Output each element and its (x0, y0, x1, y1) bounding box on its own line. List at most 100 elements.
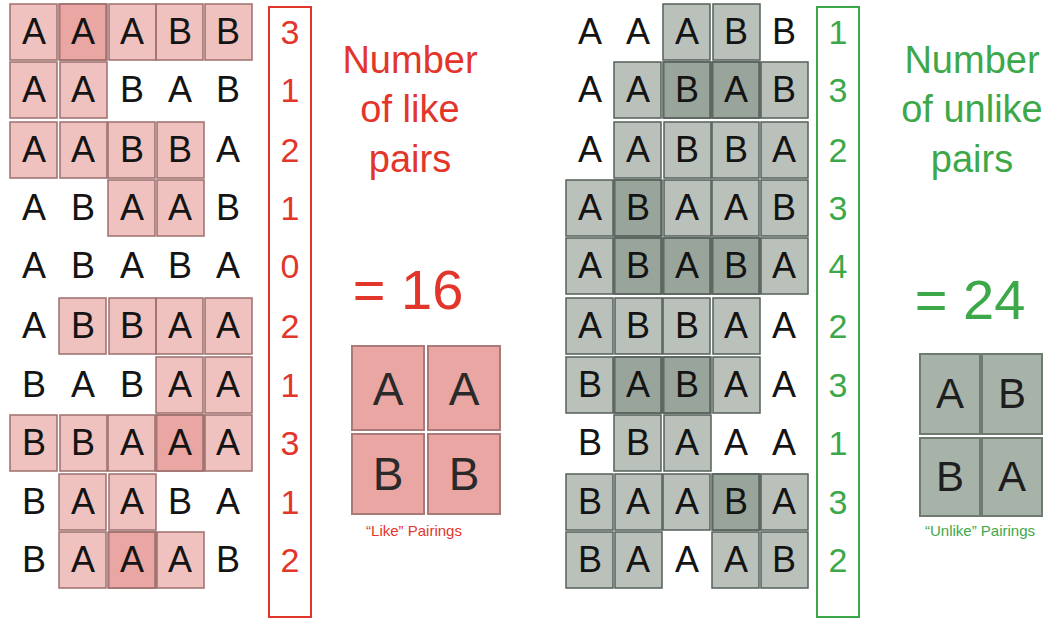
stamp-highlight (60, 62, 107, 118)
pattern-letter: B (578, 425, 602, 461)
stamp-highlight (664, 415, 711, 471)
pattern-letter: A (772, 367, 796, 403)
stamp-highlight (663, 62, 710, 118)
stamp-highlight (664, 122, 711, 178)
pattern-letter: A (216, 132, 240, 168)
pattern-letter: A (626, 72, 650, 108)
pattern-letter: B (675, 308, 699, 344)
stamp-highlight (157, 532, 204, 588)
count-number: 3 (281, 15, 300, 49)
pattern-letter: B (216, 14, 240, 50)
stamp-highlight (156, 415, 203, 471)
stamp-highlight (713, 238, 760, 294)
pattern-letter: B (22, 542, 46, 578)
pattern-letter: A (22, 248, 46, 284)
pattern-letter: A (168, 425, 192, 461)
stamp (352, 434, 424, 514)
pattern-letter: B (168, 484, 192, 520)
pattern-letter: A (22, 132, 46, 168)
pattern-letter: A (724, 367, 748, 403)
pattern-letter: A (71, 542, 95, 578)
pattern-letter: B (71, 190, 95, 226)
pattern-letter: A (216, 425, 240, 461)
pattern-letter: A (578, 14, 602, 50)
count-number: 2 (281, 133, 300, 167)
stamp-highlight (615, 532, 662, 588)
pattern-letter: A (626, 484, 650, 520)
stamp-highlight (614, 180, 661, 236)
pattern-letter: A (120, 425, 144, 461)
pattern-letter: A (168, 308, 192, 344)
stamp-highlight (156, 298, 203, 354)
pattern-letter: A (772, 308, 796, 344)
stamp-highlight (713, 4, 760, 60)
pattern-letter: B (168, 248, 192, 284)
stamp-highlight (566, 180, 613, 236)
pattern-letter: A (71, 484, 95, 520)
stamp-highlight (712, 122, 759, 178)
stamp-highlight (566, 357, 613, 413)
pattern-letter: B (120, 308, 144, 344)
pattern-letter: B (216, 190, 240, 226)
pattern-letter: B (22, 484, 46, 520)
stamp-highlight (108, 122, 155, 178)
pattern-letter: A (120, 248, 144, 284)
count-number: 1 (281, 191, 300, 225)
pattern-letter: A (675, 190, 699, 226)
stamp-highlight (60, 122, 107, 178)
pattern-letter: B (772, 72, 796, 108)
pattern-letter: B (71, 248, 95, 284)
pattern-letter: B (578, 542, 602, 578)
stamp-highlight (59, 4, 106, 60)
pattern-letter: A (168, 72, 192, 108)
stamp-highlight (566, 298, 613, 354)
stamp-highlight (109, 4, 156, 60)
stamp-highlight (10, 4, 57, 60)
stamp-highlight (713, 62, 760, 118)
stamp-highlight (664, 238, 711, 294)
stamp-highlight (10, 415, 57, 471)
stamp-highlight (614, 357, 661, 413)
pattern-letter: A (168, 367, 192, 403)
pattern-letter: B (578, 484, 602, 520)
stamp-highlight (10, 62, 57, 118)
caption-text: “Unlike” Pairings (925, 523, 1035, 538)
count-column: 3121021312 (268, 6, 312, 618)
pattern-letter: A (71, 14, 95, 50)
count-column: 1323423132 (816, 6, 860, 618)
pattern-letter: B (22, 367, 46, 403)
stamp-highlight (157, 122, 204, 178)
pattern-letter: A (724, 308, 748, 344)
pattern-letter: A (578, 248, 602, 284)
pattern-letter: A (578, 308, 602, 344)
count-number: 3 (829, 485, 848, 519)
like-pair-stamps (352, 346, 500, 514)
pattern-letter: A (578, 72, 602, 108)
stamp-highlight (614, 238, 661, 294)
stamp (920, 438, 980, 516)
pattern-letter: A (772, 248, 796, 284)
pattern-letter: B (626, 425, 650, 461)
stamp-highlight (712, 238, 759, 294)
stamp-highlight (663, 298, 710, 354)
count-number: 2 (829, 133, 848, 167)
pattern-letter: A (120, 484, 144, 520)
pattern-letter: A (71, 72, 95, 108)
stamp-highlight (59, 298, 106, 354)
stamp-highlight (712, 474, 759, 530)
pattern-letter: B (120, 367, 144, 403)
pattern-letter: B (71, 308, 95, 344)
pattern-letter: A (216, 484, 240, 520)
pattern-letter: A (675, 542, 699, 578)
stamp (982, 438, 1042, 516)
pattern-letter: A (724, 190, 748, 226)
count-number: 2 (281, 543, 300, 577)
pattern-letter: A (724, 542, 748, 578)
stamp-letter: B (373, 451, 404, 497)
pattern-letter: A (724, 425, 748, 461)
stamp-highlight (566, 532, 613, 588)
count-number: 2 (829, 543, 848, 577)
pattern-letter: B (168, 132, 192, 168)
stamp-highlight (664, 180, 711, 236)
